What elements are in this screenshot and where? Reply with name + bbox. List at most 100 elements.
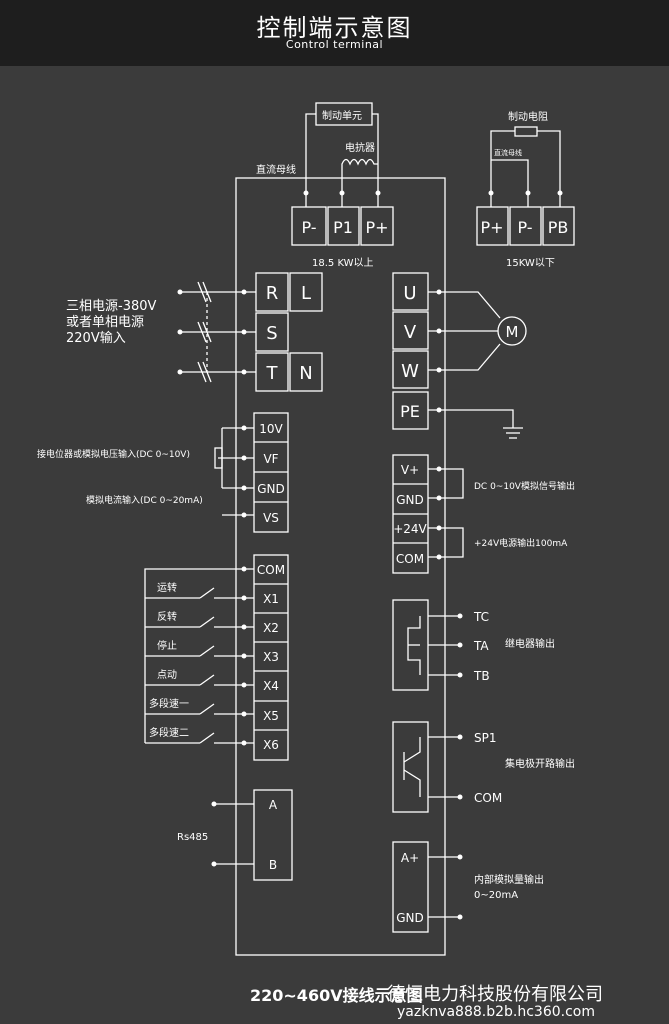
dc-bus-small-label: 直流母线	[494, 148, 522, 157]
diagram-title: 220~460V接线示意图	[250, 986, 423, 1005]
terminal-label: A	[269, 798, 278, 812]
page-title: 控制端示意图	[256, 14, 413, 42]
terminal-label: P+	[365, 218, 388, 237]
terminal-label: GND	[396, 493, 424, 507]
wire	[305, 113, 316, 207]
terminal-label: P+	[480, 218, 503, 237]
relay-contact	[407, 616, 421, 675]
terminal-label: T	[266, 363, 279, 384]
relay-terminal-label: TC	[473, 610, 489, 624]
wire	[491, 159, 529, 207]
analog-signal-output-label: DC 0~10V模拟信号输出	[474, 480, 575, 492]
internal-analog-label: 内部模拟量输出	[474, 873, 544, 886]
terminal-label: V	[404, 322, 417, 343]
wire	[490, 130, 515, 207]
wire	[537, 130, 561, 207]
terminal-label: X5	[263, 709, 279, 723]
internal-analog-label: 0~20mA	[474, 890, 518, 901]
switch	[197, 281, 207, 303]
relay-output-label: 继电器输出	[505, 637, 555, 650]
com-output-label: COM	[474, 791, 502, 805]
terminal-box	[476, 206, 509, 246]
terminal-label: P-	[301, 218, 316, 237]
inverter-body	[235, 177, 446, 956]
rs485-label: Rs485	[177, 832, 208, 843]
wire	[428, 291, 501, 319]
terminal-label: GND	[396, 911, 424, 925]
pot-input-label: 接电位器或模拟电压输入(DC 0~10V)	[37, 448, 190, 460]
terminal-label: VF	[263, 452, 278, 466]
terminal-label: P-	[517, 218, 532, 237]
wire	[428, 409, 514, 428]
switch	[197, 321, 207, 343]
wire	[428, 343, 501, 371]
wire	[372, 113, 379, 207]
watermark-company: 德恒电力科技股份有限公司	[387, 984, 603, 1005]
terminal-label: S	[266, 323, 277, 344]
terminal-box	[542, 206, 575, 246]
terminal-label: X4	[263, 679, 279, 693]
power-input-label: 三相电源-380V	[66, 299, 157, 314]
dc-bus-label: 直流母线	[256, 163, 296, 176]
terminal-block	[253, 789, 293, 881]
terminal-label: 10V	[259, 422, 283, 436]
transistor-box	[392, 721, 429, 813]
terminal-label: PE	[400, 402, 420, 421]
terminal-box	[360, 206, 394, 246]
power-rating-label: 18.5 KW以上	[312, 257, 374, 269]
sp1-label: SP1	[474, 731, 497, 745]
terminal-label: U	[403, 283, 416, 304]
switch	[197, 361, 207, 383]
reactor-label: 电抗器	[345, 141, 375, 154]
terminal-label: X6	[263, 738, 279, 752]
terminal-label: W	[401, 361, 419, 382]
connection-dots	[177, 190, 563, 920]
terminal-label: VS	[263, 511, 279, 525]
terminal-label: COM	[257, 563, 285, 577]
terminal-label: B	[269, 858, 277, 872]
command-label: 点动	[157, 669, 177, 681]
command-label: 多段速二	[149, 726, 189, 739]
open-collector-label: 集电极开路输出	[505, 757, 575, 770]
command-label: 停止	[157, 639, 177, 652]
relay-terminal-label: TA	[473, 639, 489, 653]
command-label: 运转	[157, 581, 177, 594]
terminal-box	[289, 352, 323, 392]
terminal-label: PB	[548, 218, 569, 237]
terminal-block	[392, 841, 429, 933]
brake-resistor	[514, 126, 538, 137]
current-input-label: 模拟电流输入(DC 0~20mA)	[86, 494, 203, 506]
terminal-label: R	[266, 283, 279, 304]
motor-symbol	[497, 316, 527, 346]
page-subtitle: Control terminal	[285, 38, 384, 51]
terminal-box	[327, 206, 360, 246]
terminal-label: N	[299, 363, 312, 384]
relay-terminal-label: TB	[473, 669, 490, 683]
terminal-label: COM	[396, 552, 424, 566]
power-input-label: 或者单相电源	[66, 315, 144, 330]
brake-unit-label: 制动单元	[322, 109, 362, 122]
terminal-label: X1	[263, 592, 279, 606]
power-24v-output-label: +24V电源输出100mA	[474, 537, 568, 549]
terminal-label: A+	[401, 851, 419, 865]
terminal-label: X2	[263, 621, 279, 635]
switch	[202, 321, 212, 343]
brake-resistor-label: 制动电阻	[508, 110, 548, 123]
power-input-label: 220V输入	[66, 330, 126, 346]
command-label: 多段速一	[149, 697, 189, 710]
motor-label: M	[506, 323, 519, 341]
terminal-label: P1	[333, 218, 353, 237]
watermark-url: yazknva888.b2b.hc360.com	[397, 1004, 596, 1020]
reactor-coil	[341, 158, 378, 207]
terminal-block	[253, 554, 289, 761]
header-bar: 控制端示意图 Control terminal	[0, 0, 669, 66]
terminal-label: V+	[401, 463, 419, 477]
terminal-box	[289, 272, 323, 312]
command-label: 反转	[157, 610, 177, 623]
terminal-box	[291, 206, 327, 246]
potentiometer	[214, 447, 223, 469]
power-rating-small-label: 15KW以下	[506, 258, 555, 269]
terminal-label: X3	[263, 650, 279, 664]
